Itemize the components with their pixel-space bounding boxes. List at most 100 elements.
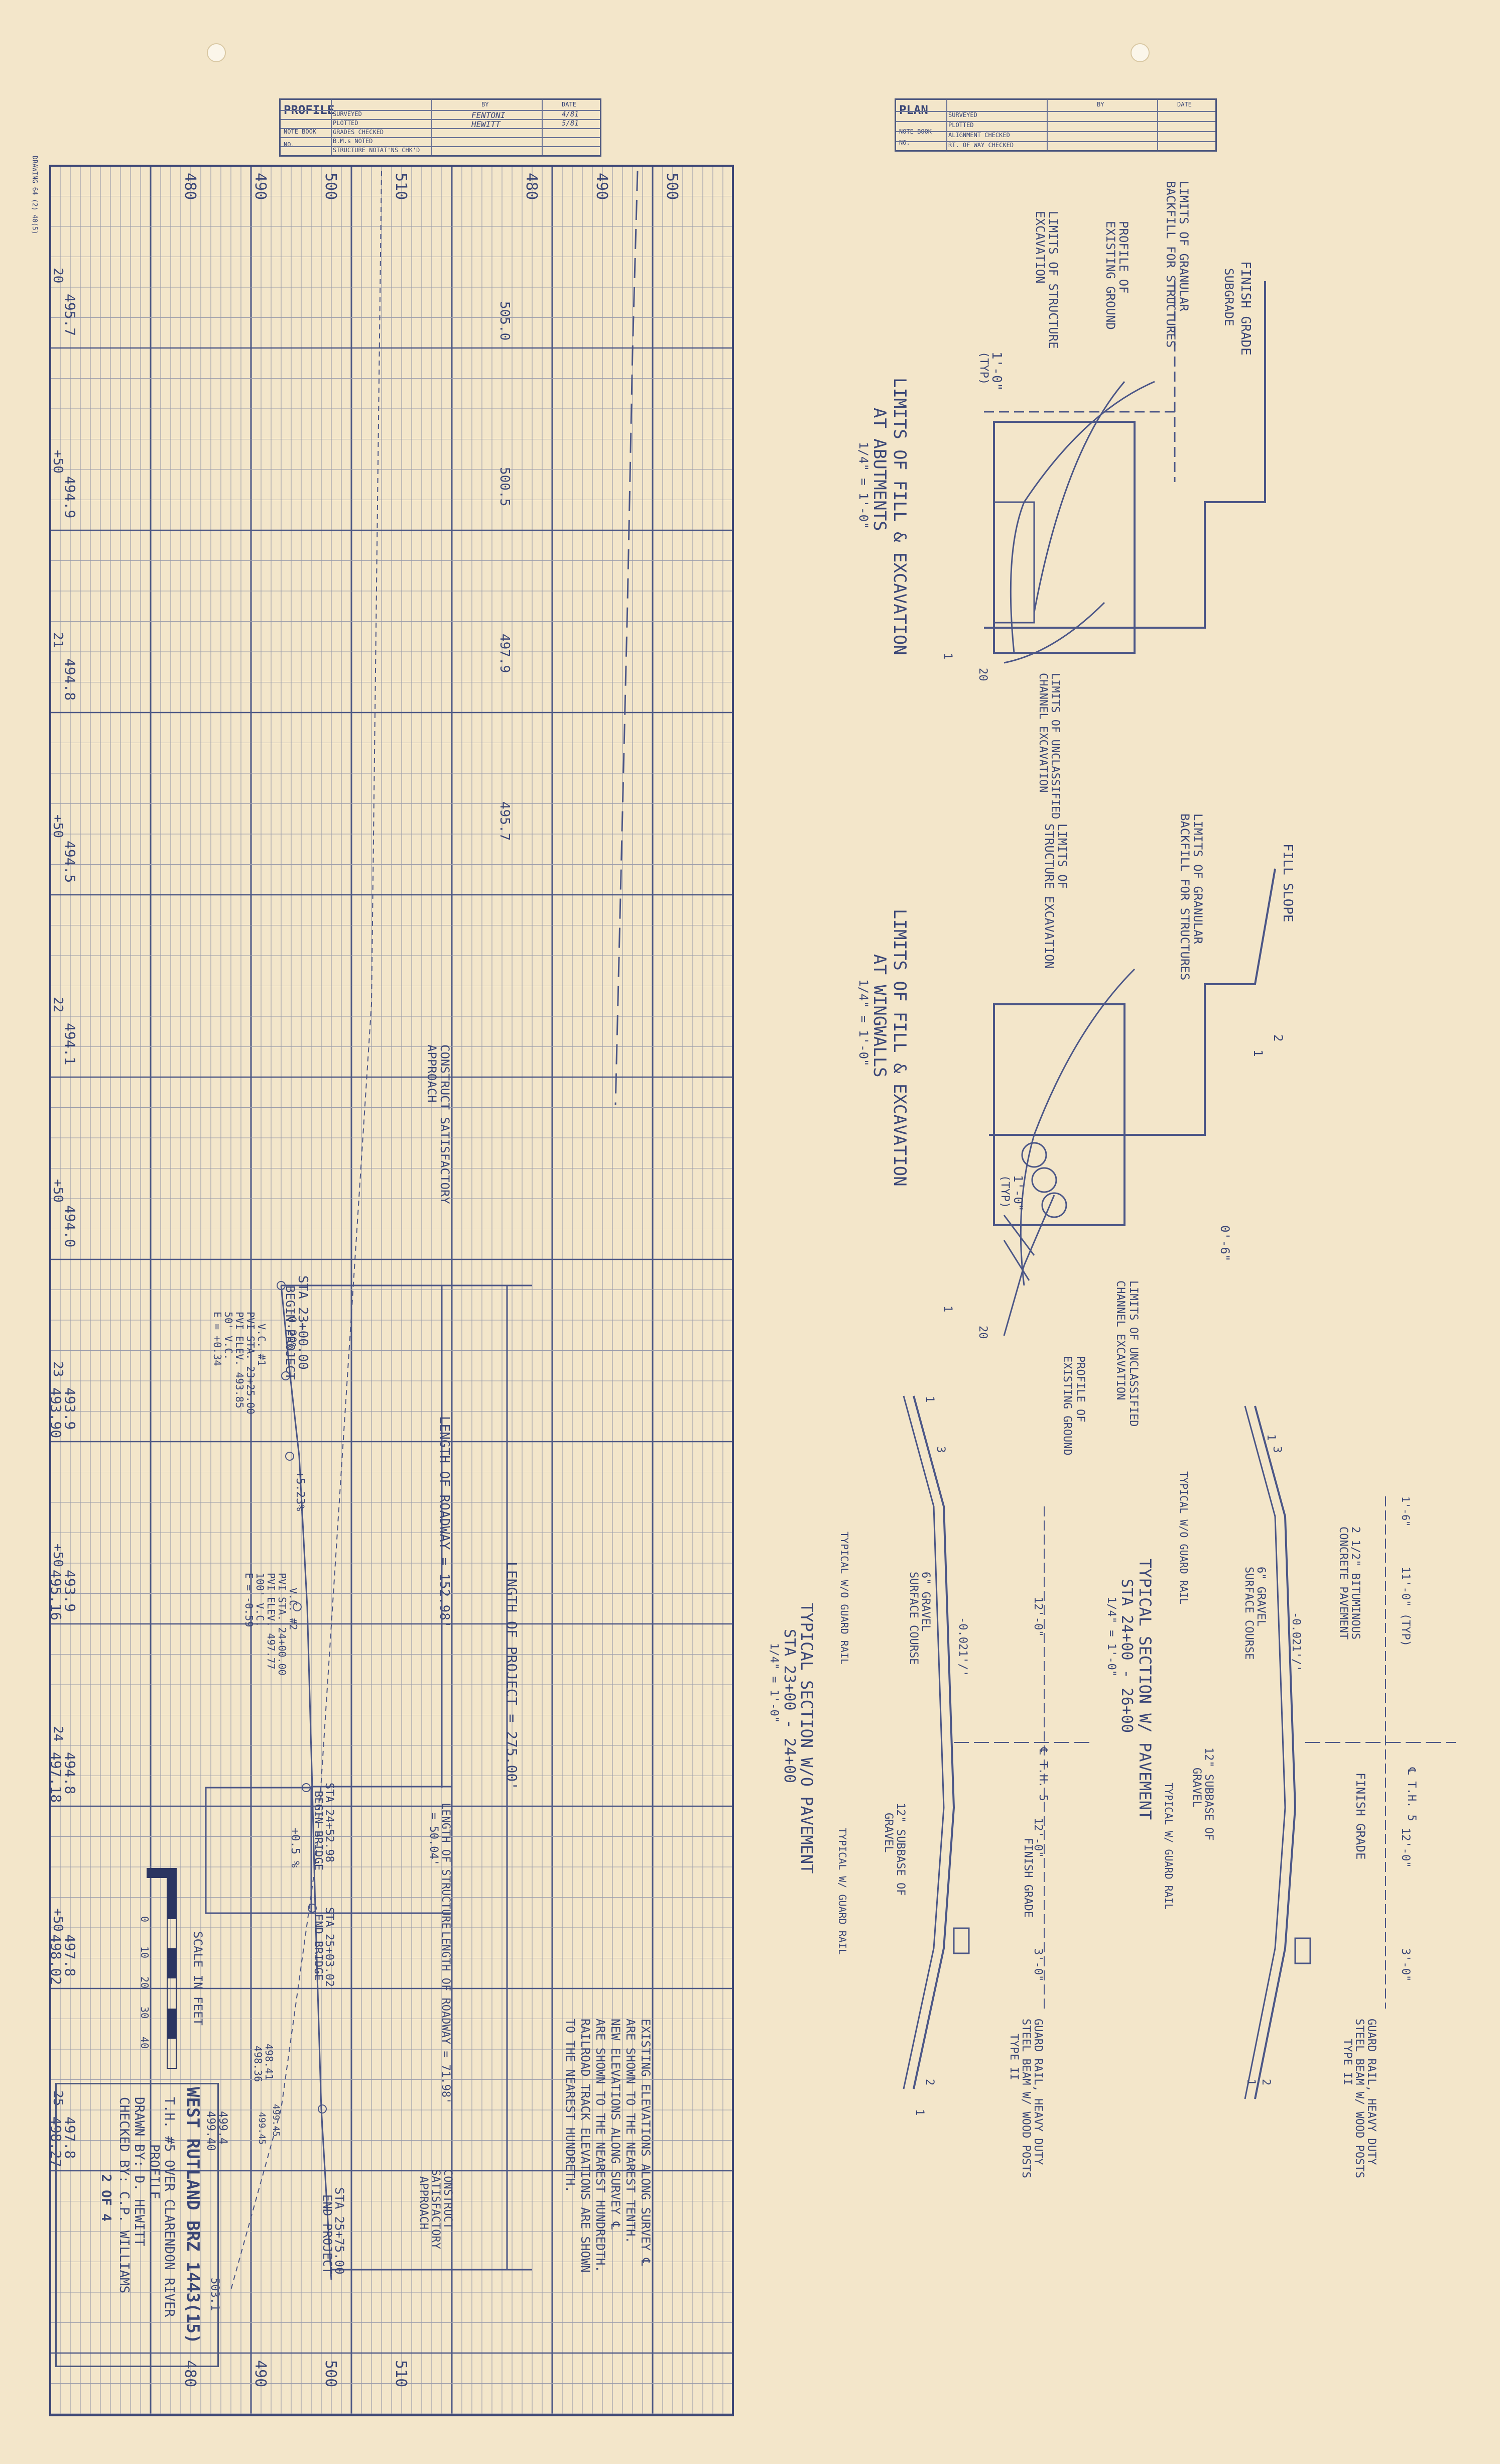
existing-elevation: 494.8 bbox=[62, 658, 78, 701]
sta-begin-bridge: STA 24+52.98 bbox=[323, 1783, 335, 1862]
existing-note-line: TO THE NEAREST HUNDRETH. bbox=[563, 2019, 577, 2193]
plan-by-header: BY bbox=[1097, 101, 1104, 108]
existing-note-line: EXISTING ELEVATIONS ALONG SURVEY ℄ bbox=[639, 2019, 653, 2266]
length-structure-2: = 50.04' bbox=[427, 1813, 440, 1866]
abutment-finish-grade bbox=[984, 281, 1266, 629]
scale-tick-40: 40 bbox=[139, 2037, 151, 2049]
abutment-label: LIMITS OF UNCLASSIFIED bbox=[1049, 673, 1061, 819]
section-upper-label: 12'-0" bbox=[1399, 1828, 1412, 1868]
existing-elevation: 494.9 bbox=[62, 476, 78, 519]
section-upper-label: GUARD RAIL, HEAVY DUTY bbox=[1365, 2019, 1378, 2165]
station-number: 21 bbox=[50, 632, 65, 648]
section-lower-label: 2 bbox=[923, 2079, 936, 2086]
station-number: +50 bbox=[50, 1179, 65, 1203]
section-upper-label: 1'-6" bbox=[1400, 1496, 1412, 1527]
station-number: +50 bbox=[50, 814, 65, 838]
length-roadway-1: LENGTH OF ROADWAY = 152.98' bbox=[437, 1416, 452, 1628]
profile-by-grades: HEWITT bbox=[471, 120, 501, 129]
section-upper-label: 3 bbox=[1271, 1446, 1283, 1453]
wingwall-label: 20 bbox=[976, 1326, 989, 1339]
scale-title: SCALE IN FEET bbox=[191, 1931, 205, 2026]
end-bridge-label: END BRIDGE bbox=[312, 1914, 324, 1981]
upper-profile-mark: 505.0 bbox=[497, 301, 512, 341]
station-number: +50 bbox=[50, 1908, 65, 1932]
section-lower-label: STEEL BEAM W/ WOOD POSTS bbox=[1020, 2019, 1032, 2178]
punch-hole bbox=[207, 43, 226, 62]
abutment-label: 1'-0" bbox=[989, 351, 1004, 391]
elev-label-top: 490 bbox=[252, 173, 269, 200]
grade-point bbox=[318, 2104, 327, 2114]
vc2-line-5: E = -0.59 bbox=[243, 1573, 255, 1627]
elev-a: 498.41 bbox=[263, 2044, 275, 2080]
profile-by-plotted: FENTONI bbox=[471, 110, 506, 120]
section-lower-label: 3'-0" bbox=[1032, 1948, 1044, 1982]
upper-profile-mark: 495.7 bbox=[497, 801, 512, 841]
proposed-elevation: 498.02 bbox=[48, 1934, 64, 1985]
riprap-stone bbox=[1021, 1142, 1047, 1168]
section-lower-grade bbox=[913, 1395, 955, 2089]
existing-elevation: 495.7 bbox=[62, 294, 78, 336]
bridge-outline bbox=[205, 1787, 312, 1914]
section-lower-title: TYPICAL SECTION W/O PAVEMENT bbox=[797, 1603, 816, 1874]
grade-point bbox=[302, 1783, 311, 1792]
grade-point bbox=[285, 1452, 294, 1461]
detail-drawings bbox=[903, 281, 1456, 2099]
wingwall-label: LIMITS OF UNCLASSIFIED bbox=[1127, 1280, 1140, 1427]
plan-row-plotted: PLOTTED bbox=[948, 122, 974, 129]
profile-row-surveyed: SURVEYED bbox=[333, 110, 362, 118]
upper-existing-line bbox=[614, 170, 639, 1105]
upper-profile-mark: 500.5 bbox=[497, 467, 512, 507]
section-lower-guardrail bbox=[953, 1927, 970, 1954]
abutment-label: FINISH GRADE bbox=[1238, 261, 1253, 356]
proposed-grade-line bbox=[280, 1285, 332, 2280]
section-lower-label: TYPICAL W/O GUARD RAIL bbox=[838, 1532, 850, 1665]
section-lower-label: TYPICAL W/ GUARD RAIL bbox=[836, 1828, 848, 1955]
grade-point bbox=[277, 1281, 286, 1290]
scale-bar bbox=[116, 1868, 182, 2069]
elev-label-bottom: 490 bbox=[252, 2360, 269, 2388]
riprap-detail bbox=[1003, 1215, 1035, 1281]
vc1-line-2: PVI STA. 23+25.00 bbox=[244, 1312, 257, 1415]
wingwall-excavation-curve bbox=[1020, 968, 1136, 1286]
section-upper-label: FINISH GRADE bbox=[1353, 1773, 1367, 1860]
section-lower-label: -0.021'/' bbox=[956, 1617, 969, 1677]
section-upper-title: TYPICAL SECTION W/ PAVEMENT bbox=[1136, 1559, 1155, 1820]
wingwall-label: 1'-0" bbox=[1011, 1175, 1025, 1212]
wingwall-label: EXISTING GROUND bbox=[1061, 1356, 1073, 1456]
title-line-3: PROFILE bbox=[147, 2144, 162, 2199]
plan-title-box: PLAN NOTE BOOK NO. SURVEYED PLOTTED ALIG… bbox=[895, 98, 1217, 152]
section-upper-label: 12" SUBBASE OF bbox=[1202, 1747, 1215, 1841]
abutment-label: (TYP) bbox=[977, 351, 990, 385]
wingwall-label: BACKFILL FOR STRUCTURES bbox=[1178, 813, 1192, 981]
plan-box-no: NO. bbox=[899, 139, 910, 146]
section-upper-label: 3'-0" bbox=[1399, 1948, 1412, 1982]
section-upper-label: STEEL BEAM W/ WOOD POSTS bbox=[1353, 2019, 1365, 2178]
sta-end-project: STA 25+75.00 bbox=[332, 2187, 346, 2275]
abutment-label: SUBGRADE bbox=[1222, 268, 1236, 326]
wingwall-label: PROFILE OF bbox=[1074, 1356, 1086, 1423]
title-line-4: DRAWN BY: D. HEWITT bbox=[132, 2097, 147, 2247]
station-number: 22 bbox=[50, 997, 65, 1013]
profile-row-bms: B.M.s NOTED bbox=[333, 138, 373, 145]
wingwall-label: LIMITS OF GRANULAR bbox=[1191, 813, 1205, 945]
sheet-number: 2 OF 4 bbox=[98, 2174, 113, 2221]
plan-row-alignment: ALIGNMENT CHECKED bbox=[948, 132, 1010, 139]
station-number: 24 bbox=[50, 1726, 65, 1742]
proposed-elevation: 493.90 bbox=[48, 1387, 64, 1439]
elev-label-top: 500 bbox=[663, 173, 681, 200]
scale-tick-10: 10 bbox=[139, 1946, 151, 1959]
profile-row-structure: STRUCTURE NOTAT'NS CHK'D bbox=[333, 147, 420, 154]
section-upper-label: 11'-0" (TYP) bbox=[1399, 1567, 1412, 1647]
existing-elevation: 494.0 bbox=[62, 1205, 78, 1248]
abutment-label: EXCAVATION bbox=[1033, 211, 1047, 284]
riprap-stone bbox=[1041, 1192, 1067, 1218]
wingwall-label: 1 bbox=[941, 1306, 954, 1313]
section-upper-grade bbox=[1254, 1405, 1297, 2099]
elev-f: 499.45 bbox=[257, 2112, 267, 2145]
section-lower-scale: 1/4" = 1'-0" bbox=[768, 1643, 780, 1723]
section-upper-scale: 1/4" = 1'-0" bbox=[1105, 1597, 1117, 1677]
abutment-label: 20 bbox=[976, 668, 989, 681]
grade-2-label: +5.23% bbox=[294, 1471, 306, 1511]
construct-approach-end-2: SATISFACTORY bbox=[429, 2169, 442, 2249]
